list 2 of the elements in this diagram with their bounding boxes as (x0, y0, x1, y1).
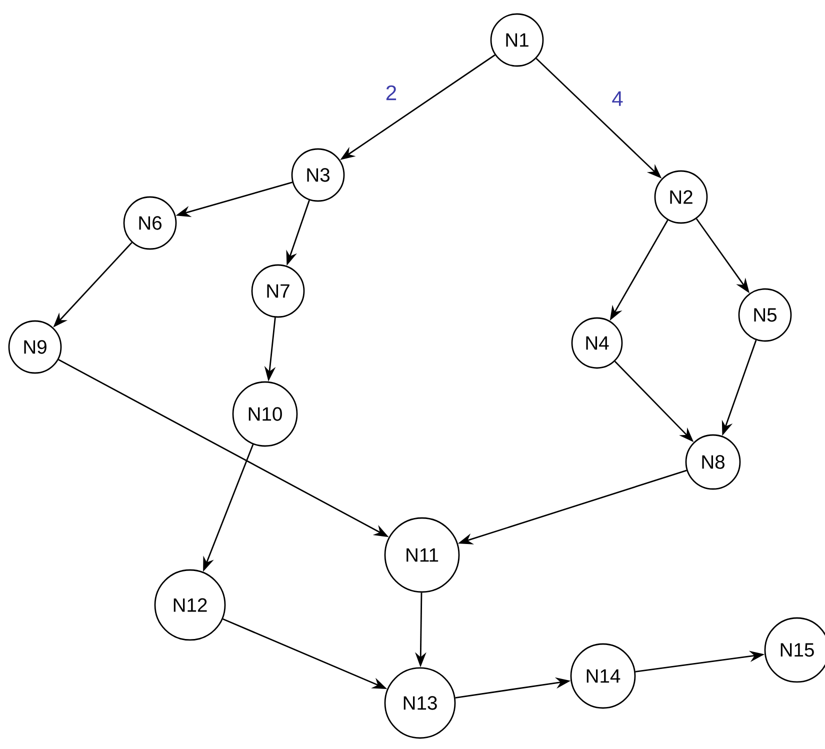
edge-label: 4 (610, 90, 626, 108)
edge-label: 2 (384, 84, 399, 102)
